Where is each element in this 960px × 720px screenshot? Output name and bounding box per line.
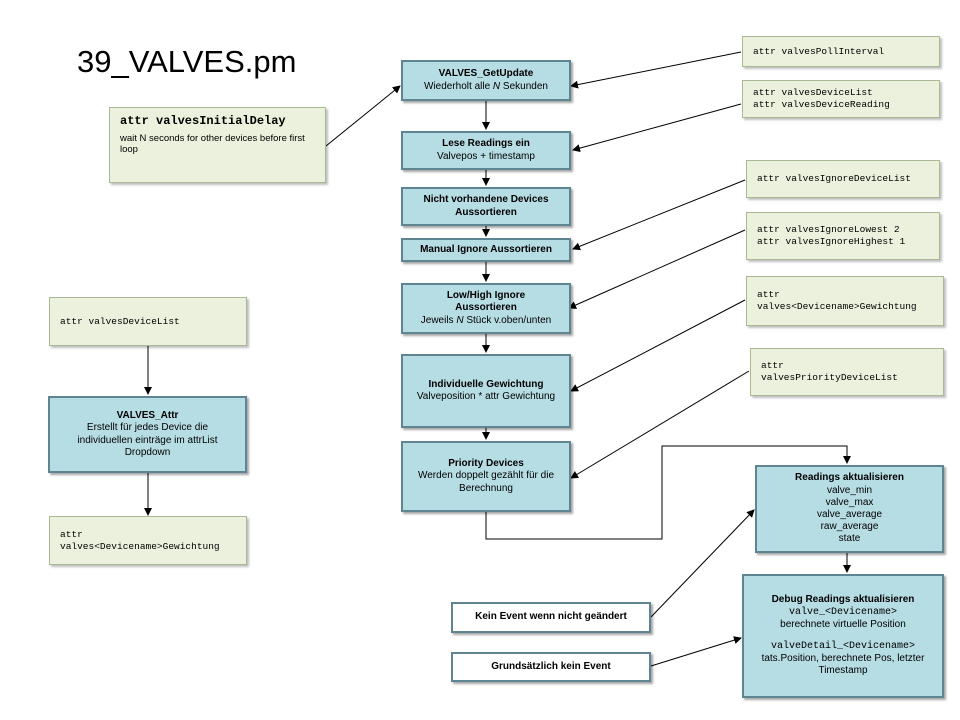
debug-reading-2-desc-1: tats.Position, berechnete Pos, letzter — [761, 653, 925, 665]
manual-ignore-title: Manual Ignore Aussortieren — [420, 243, 552, 255]
device-list-attr: attr valvesDeviceList attr valvesDeviceR… — [742, 80, 940, 118]
individual-weighting-box: Individuelle Gewichtung Valveposition * … — [401, 354, 571, 428]
note-no-event-unchanged: Kein Event wenn nicht geändert — [451, 602, 651, 633]
readings-item: state — [838, 533, 861, 545]
readings-title: Readings aktualisieren — [795, 472, 904, 484]
weighting-attr: attr valves<Devicename>Gewichtung — [746, 276, 944, 326]
missing-devices-box: Nicht vorhandene Devices Aussortieren — [401, 187, 571, 226]
priority-list-attr: attr valvesPriorityDeviceList — [750, 348, 944, 396]
debug-reading-1-desc: berechnete virtuelle Position — [780, 618, 906, 630]
device-list-attr-line-2: attr valvesDeviceReading — [753, 99, 890, 110]
read-readings-line: Valvepos + timestamp — [437, 150, 535, 162]
debug-readings-title: Debug Readings aktualisieren — [771, 594, 915, 606]
device-list-attr-line-1: attr valvesDeviceList — [753, 87, 873, 99]
left-weighting-attr: attr valves<Devicename>Gewichtung — [49, 516, 247, 565]
individual-weighting-title: Individuelle Gewichtung — [428, 378, 544, 390]
readings-item: raw_average — [820, 521, 879, 533]
left-device-list-attr: attr valvesDeviceList — [49, 297, 247, 346]
priority-devices-line-2: Berechnung — [459, 482, 513, 494]
arrow-poll-interval — [570, 51, 742, 89]
weighting-attr-line-1: attr — [757, 289, 780, 301]
valves-attr-box: VALVES_Attr Erstellt für jedes Device di… — [48, 396, 247, 473]
arrow-device-list — [572, 103, 742, 153]
ignore-low-high-attr: attr valvesIgnoreLowest 2 attr valvesIgn… — [746, 212, 940, 260]
arrow-priority-list — [570, 370, 750, 479]
ignore-device-list-attr-text: attr valvesIgnoreDeviceList — [757, 173, 911, 185]
readings-item: valve_average — [816, 509, 883, 520]
priority-list-attr-line-2: valvesPriorityDeviceList — [761, 372, 898, 383]
valves-attr-title: VALVES_Attr — [116, 410, 179, 422]
priority-devices-box: Priority Devices Werden doppelt gezählt … — [401, 441, 571, 512]
left-weighting-attr-line-2: valves<Devicename>Gewichtung — [60, 540, 220, 552]
get-update-line: Wiederholt alle N Sekunden — [424, 80, 548, 92]
arrow-initial-delay — [325, 85, 401, 147]
ignore-low-high-attr-line-2: attr valvesIgnoreHighest 1 — [757, 236, 906, 247]
readings-item: valve_max — [825, 496, 874, 508]
ignore-low-high-attr-line-1: attr valvesIgnoreLowest 2 — [757, 224, 900, 236]
arrow-weighting — [570, 299, 746, 392]
debug-readings-box: Debug Readings aktualisieren valve_<Devi… — [742, 574, 944, 698]
missing-devices-title-1: Nicht vorhandene Devices — [423, 194, 549, 206]
low-high-ignore-line: Jeweils N Stück v.oben/unten — [420, 314, 552, 326]
debug-reading-2-desc-2: Timestamp — [818, 665, 868, 677]
missing-devices-title-2: Aussortieren — [455, 206, 517, 218]
get-update-box: VALVES_GetUpdate Wiederholt alle N Sekun… — [401, 60, 571, 101]
readings-item: valve_min — [826, 484, 873, 496]
valves-attr-line-1: Erstellt für jedes Device die — [86, 422, 209, 434]
arrow-ignore-low-high — [568, 229, 746, 309]
ignore-device-list-attr: attr valvesIgnoreDeviceList — [746, 160, 940, 198]
manual-ignore-box: Manual Ignore Aussortieren — [401, 238, 571, 262]
read-readings-box: Lese Readings ein Valvepos + timestamp — [401, 131, 571, 170]
arrow-note-no-event — [650, 636, 742, 667]
note-no-event: Grundsätzlich kein Event — [451, 652, 651, 682]
low-high-ignore-title-1: Low/High Ignore — [446, 290, 526, 302]
arrow-ignore-device-list — [572, 179, 746, 251]
page-title: 39_VALVES.pm — [77, 44, 297, 79]
initial-delay-description: wait N seconds for other devices before … — [120, 132, 305, 156]
flow-arrow-7 — [485, 445, 851, 540]
low-high-ignore-box: Low/High Ignore Aussortieren Jeweils N S… — [401, 283, 571, 334]
read-readings-title: Lese Readings ein — [442, 138, 530, 150]
left-device-list-attr-text: attr valvesDeviceList — [60, 315, 180, 327]
readings-box: Readings aktualisieren valve_min valve_m… — [755, 465, 944, 553]
debug-reading-1: valve_<Devicename> — [788, 606, 898, 618]
initial-delay-attr: attr valvesInitialDelay — [120, 114, 286, 128]
initial-delay-box: attr valvesInitialDelay wait N seconds f… — [109, 107, 326, 183]
valves-attr-line-2: individuellen einträge im attrList — [77, 434, 218, 446]
individual-weighting-line: Valveposition * attr Gewichtung — [416, 391, 556, 402]
debug-reading-2: valveDetail_<Devicename> — [770, 641, 916, 652]
weighting-attr-line-2: valves<Devicename>Gewichtung — [757, 301, 917, 312]
valves-attr-line-3: Dropdown — [124, 446, 171, 458]
left-weighting-attr-line-1: attr — [60, 528, 83, 540]
poll-interval-attr-text: attr valvesPollInterval — [753, 45, 885, 57]
priority-list-attr-line-1: attr — [761, 360, 784, 372]
priority-devices-line-1: Werden doppelt gezählt für die — [417, 470, 554, 482]
priority-devices-title: Priority Devices — [448, 458, 524, 470]
get-update-title: VALVES_GetUpdate — [438, 68, 534, 80]
low-high-ignore-title-2: Aussortieren — [455, 302, 517, 314]
debug-spacer — [749, 631, 937, 641]
note-no-event-text: Grundsätzlich kein Event — [491, 660, 611, 672]
poll-interval-attr: attr valvesPollInterval — [742, 36, 940, 67]
arrow-note-unchanged — [650, 509, 755, 618]
note-no-event-unchanged-text: Kein Event wenn nicht geändert — [475, 611, 627, 623]
